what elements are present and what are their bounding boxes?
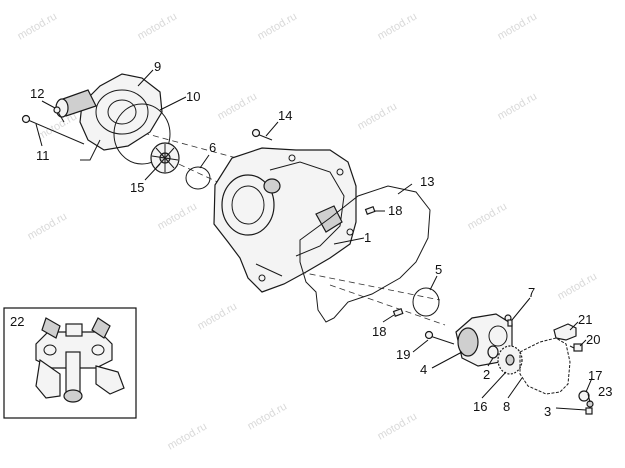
callout-labels: 9 10 12 11 15 6 14 13 18 1 5 18 19 4 7 2… <box>30 59 612 419</box>
watermark: motod.ru <box>16 10 60 42</box>
water-pump-cover <box>55 73 163 161</box>
callout-15: 15 <box>130 180 144 195</box>
watermark: motod.ru <box>246 400 290 432</box>
small-fasteners <box>578 390 594 415</box>
callout-7: 7 <box>528 285 535 300</box>
watermark: motod.ru <box>356 100 400 132</box>
callout-11: 11 <box>36 148 50 163</box>
callout-18-lower: 18 <box>372 324 386 339</box>
callout-20: 20 <box>586 332 600 347</box>
oil-pump-o-ring <box>412 287 440 317</box>
clutch-cover-gasket <box>299 185 431 323</box>
callout-23: 23 <box>598 384 612 399</box>
callout-16: 16 <box>473 399 487 414</box>
callout-10: 10 <box>186 89 200 104</box>
small-o-ring <box>185 166 211 190</box>
pump-cover-o-ring <box>113 103 171 165</box>
callout-14: 14 <box>278 108 292 123</box>
callout-5: 5 <box>435 262 442 277</box>
callout-19: 19 <box>396 347 410 362</box>
pump-cover-bolts <box>21 106 85 145</box>
callout-8: 8 <box>503 399 510 414</box>
watermark: motod.ru <box>496 90 540 122</box>
callout-2: 2 <box>483 367 490 382</box>
callout-17: 17 <box>588 368 602 383</box>
callout-12: 12 <box>30 86 44 101</box>
callout-9: 9 <box>154 59 161 74</box>
oil-pump-bolt <box>424 330 455 345</box>
watermark: motod.ru <box>556 270 600 302</box>
oil-pump-sprocket <box>497 345 523 375</box>
pump-pin <box>507 319 513 327</box>
guide-bolt <box>569 343 583 352</box>
chain-guide <box>553 323 577 341</box>
callout-1: 1 <box>364 230 371 245</box>
watermark: motod.ru <box>196 300 240 332</box>
callout-18-upper: 18 <box>388 203 402 218</box>
cover-bolt <box>251 128 273 141</box>
watermark: motod.ru <box>376 410 420 442</box>
watermark: motod.ru <box>466 200 510 232</box>
callout-22: 22 <box>10 314 24 329</box>
callout-3: 3 <box>544 404 551 419</box>
leader-lines <box>35 69 593 411</box>
watermark: motod.ru <box>216 90 260 122</box>
callout-4: 4 <box>420 362 427 377</box>
watermark: motod.ru <box>496 10 540 42</box>
inset-pump-detail <box>35 317 125 403</box>
callout-13: 13 <box>420 174 434 189</box>
clutch-cover <box>213 147 357 293</box>
callout-21: 21 <box>578 312 592 327</box>
watermark: motod.ru <box>26 210 70 242</box>
inset-panel-22: 22 <box>3 307 137 419</box>
watermark: motod.ru <box>256 10 300 42</box>
washer <box>487 345 499 359</box>
oil-pump-chain <box>519 337 571 395</box>
watermark: motod.ru <box>136 10 180 42</box>
watermark: motod.ru <box>156 200 200 232</box>
watermark: motod.ru <box>376 10 420 42</box>
dowel-pins <box>364 205 404 317</box>
callout-6: 6 <box>209 140 216 155</box>
watermark: motod.ru <box>166 420 210 452</box>
